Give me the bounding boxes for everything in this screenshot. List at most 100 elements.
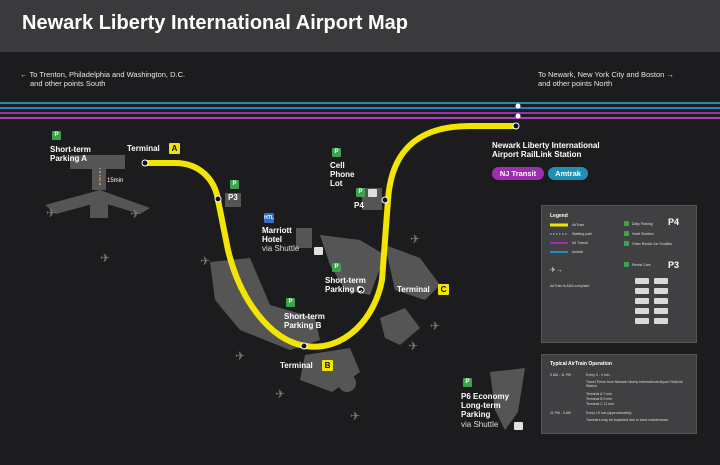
parking-icon: P xyxy=(52,131,61,140)
operation-row6-text: Every 15 min (approximately) xyxy=(586,411,632,415)
label-line: Parking A xyxy=(50,154,88,164)
operation-row1-time: 5 AM - 11 PM xyxy=(550,373,571,377)
legend-title: Legend xyxy=(550,213,568,219)
airplane-icon: ✈→ xyxy=(550,267,563,274)
p4-label[interactable]: P4 xyxy=(354,201,364,210)
operation-row1-text: Every 3 - 4 min xyxy=(586,373,610,377)
page-title: Newark Liberty International Airport Map xyxy=(22,12,408,34)
label-line: via Shuttle xyxy=(461,419,499,429)
airplane-icon: ✈ xyxy=(275,387,285,401)
terminal-b-badge[interactable]: B xyxy=(322,360,333,371)
parking-icon: P xyxy=(332,148,341,157)
direction-north-line2: and other points North xyxy=(538,79,613,89)
airplane-icon: ✈ xyxy=(200,254,210,268)
terminal-a-badge[interactable]: A xyxy=(169,143,180,154)
rental-car-logo xyxy=(654,308,668,314)
rental-car-logo xyxy=(654,278,668,284)
rental-car-logo xyxy=(635,278,649,284)
operation-row7: Travelers may be impacted due to track m… xyxy=(586,418,669,422)
p3-label[interactable]: P3 xyxy=(228,193,238,202)
legend-walkway: Walking path xyxy=(572,232,593,236)
parking-icon: P xyxy=(356,188,365,197)
legend-hotel-shuttles: Hotel Shuttles xyxy=(632,232,654,236)
label-line: Parking xyxy=(461,410,491,420)
rental-car-logo xyxy=(635,298,649,304)
rental-car-logo xyxy=(654,318,668,324)
label-line: Short-term xyxy=(325,276,366,285)
rental-car-logo xyxy=(635,308,649,314)
terminal-c-badge[interactable]: C xyxy=(438,284,449,295)
short-term-parking-b-label[interactable]: Short-term Parking B xyxy=(284,312,325,330)
cell-phone-lot-label[interactable]: Cell Phone Lot xyxy=(330,161,354,189)
label-line: Hotel xyxy=(262,235,282,245)
airplane-icon: ✈ xyxy=(430,319,440,333)
airplane-icon: ✈ xyxy=(235,349,245,363)
operation-row5: Terminal C 11 min xyxy=(586,402,614,406)
p6-economy-label[interactable]: P6 Economy Long-term Parking via Shuttle xyxy=(461,392,509,429)
marriott-building xyxy=(296,228,312,248)
legend-amtrak: Amtrak xyxy=(572,250,584,254)
direction-south: ← To Trenton, Philadelphia and Washingto… xyxy=(20,70,185,89)
terminal-b-label[interactable]: Terminal xyxy=(280,361,313,370)
header-bar: Newark Liberty International Airport Map xyxy=(0,0,720,52)
label-line: Short-term xyxy=(50,145,91,154)
parking-icon: P xyxy=(463,378,472,387)
hotel-icon: HTL xyxy=(264,213,274,223)
parking-icon: P xyxy=(230,180,239,189)
direction-south-line1: ← To Trenton, Philadelphia and Washingto… xyxy=(20,70,186,79)
terminal-c-label[interactable]: Terminal xyxy=(397,285,430,294)
nj-transit-badge[interactable]: NJ Transit xyxy=(492,167,544,180)
terminal-a-label[interactable]: Terminal xyxy=(127,144,160,153)
label-line: Parking C xyxy=(325,285,363,295)
airplane-icon: ✈ xyxy=(46,206,56,220)
legend-ada: AirTrain is ADA compliant xyxy=(550,284,590,288)
label-line: Marriott xyxy=(262,226,292,235)
airtrain-stations xyxy=(141,122,520,350)
parking-icon xyxy=(624,221,629,226)
legend-swatches xyxy=(550,223,568,253)
short-term-parking-a-label[interactable]: Short-term Parking A xyxy=(50,145,91,163)
car-icon xyxy=(368,189,377,197)
direction-north: To Newark, New York City and Boston → an… xyxy=(538,70,674,89)
label-line: via Shuttle xyxy=(262,244,300,254)
amtrak-badge[interactable]: Amtrak xyxy=(548,167,588,180)
legend-rental-cars: Rental Cars xyxy=(632,263,651,267)
legend-nj-transit: NJ Transit xyxy=(572,241,588,245)
railink-stop-2 xyxy=(515,113,521,119)
direction-north-line1: To Newark, New York City and Boston → xyxy=(538,70,674,79)
label-line: Short-term xyxy=(284,312,325,321)
railink-stop-1 xyxy=(515,103,521,109)
rail-lines xyxy=(0,102,720,119)
airplane-icons: ✈ ✈ ✈ ✈ ✈ ✈ ✈ ✈ ✈ ✈ xyxy=(46,206,440,423)
walk-icon: 🚶 xyxy=(96,177,105,184)
map-graphics: ✈ ✈ ✈ ✈ ✈ ✈ ✈ ✈ ✈ ✈ xyxy=(0,102,720,430)
label-line: Phone xyxy=(330,170,355,180)
operation-row6-time: 11 PM - 5 AM xyxy=(550,411,571,415)
airplane-icon: ✈ xyxy=(130,207,140,221)
car-icon xyxy=(624,262,629,267)
airplane-icon: ✈ xyxy=(410,232,420,246)
airplane-icon: ✈ xyxy=(100,251,110,265)
label-line: Newark Liberty International xyxy=(492,141,600,150)
label-line: P6 Economy xyxy=(461,392,510,401)
parking-icon: P xyxy=(332,263,341,272)
marriott-hotel-label[interactable]: Marriott Hotel via Shuttle xyxy=(262,226,299,254)
walk-time: 15min xyxy=(107,178,124,184)
legend-rental-car: Other Rental Car Shuttles xyxy=(632,242,673,246)
terminal-a-building xyxy=(45,155,150,218)
airport-map: ✈ ✈ ✈ ✈ ✈ ✈ ✈ ✈ ✈ ✈ ← To Trenton, Philad… xyxy=(0,52,720,465)
rental-car-logo xyxy=(635,318,649,324)
rental-car-logo xyxy=(654,298,668,304)
label-line: Airport RailLink Station xyxy=(492,150,582,160)
airtrain-route xyxy=(142,123,518,350)
legend-daily-parking: Daily Parking xyxy=(632,222,653,226)
legend-panel: Legend AirTrain Walking path NJ Transit … xyxy=(541,205,697,343)
legend-p3: P3 xyxy=(668,260,680,270)
railink-station-label[interactable]: Newark Liberty International Airport Rai… xyxy=(492,141,600,159)
operation-title: Typical AirTrain Operation xyxy=(550,361,612,367)
short-term-parking-c-label[interactable]: Short-term Parking C xyxy=(325,276,366,294)
legend-p4: P4 xyxy=(668,217,680,227)
operation-row3: Terminal A 7 min xyxy=(586,392,612,396)
bus-icon xyxy=(624,231,629,236)
legend-airtrain: AirTrain xyxy=(572,223,585,227)
